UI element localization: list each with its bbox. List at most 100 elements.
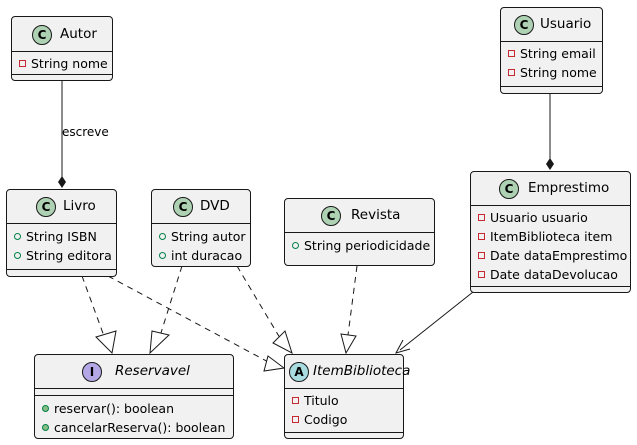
field-row: String periodicidade [292,238,430,253]
private-icon [508,69,515,76]
edge-livro-item [107,275,273,365]
interface-reservavel[interactable]: I Reservavel reservar(): boolean cancela… [34,354,234,439]
field-row: String editora [14,248,112,263]
separator [35,395,233,396]
class-name: Revista [351,207,401,223]
field-row: String nome [19,56,108,71]
separator [471,286,630,287]
private-icon [478,233,485,240]
field-row: String nome [508,65,597,80]
field-text: String nome [520,65,597,80]
field-text: String email [520,46,596,61]
class-emprestimo[interactable]: C Emprestimo Usuario usuario ItemBibliot… [470,171,631,293]
field-text: String ISBN [26,229,97,244]
class-name: DVD [200,198,230,214]
arrowhead-dvd-reservavel [149,330,171,355]
field-text: String editora [26,248,112,263]
class-name: Autor [60,26,97,42]
separator [7,269,116,270]
field-row: Titulo [292,393,339,408]
private-icon [292,397,299,404]
private-icon [508,50,515,57]
composition-diamond-livro [58,176,66,188]
edge-livro-reservavel [81,275,105,337]
public-icon [14,233,21,240]
class-stereotype-icon: C [514,15,534,35]
class-stereotype-icon: C [321,206,341,226]
label-escreve: escreve [62,125,109,139]
separator [285,232,434,233]
class-livro[interactable]: C Livro String ISBN String editora [6,189,117,277]
interface-name: Reservavel [115,363,190,379]
edge-emprestimo-item [399,291,474,351]
separator [285,388,403,389]
class-name: Livro [63,198,96,214]
private-icon [478,271,485,278]
class-usuario[interactable]: C Usuario String email String nome [500,7,603,94]
public-icon [14,252,21,259]
separator [35,388,233,389]
field-text: Codigo [304,412,348,427]
class-autor[interactable]: C Autor String nome [11,16,113,81]
arrowhead-dvd-item [272,330,293,355]
abstract-name: ItemBiblioteca [313,363,411,379]
separator [285,432,403,433]
field-row: Date dataEmprestimo [478,248,627,263]
class-stereotype-icon: C [32,25,52,45]
public-method-icon [42,424,49,431]
separator [12,74,112,75]
arrowhead-emprestimo-item [394,339,411,354]
class-stereotype-icon: C [173,197,193,217]
public-icon [159,233,166,240]
separator [12,51,112,52]
separator [7,223,116,224]
separator [152,223,250,224]
public-method-icon [42,405,49,412]
method-text: reservar(): boolean [54,401,175,416]
private-icon [19,60,26,67]
interface-stereotype-icon: I [82,362,102,382]
field-row: String autor [159,229,246,244]
field-row: Usuario usuario [478,210,588,225]
field-text: Titulo [304,393,339,408]
composition-diamond-emprestimo [546,158,554,170]
field-text: String autor [171,229,246,244]
field-text: ItemBiblioteca item [490,229,613,244]
edge-dvd-item [236,265,281,339]
public-icon [159,252,166,259]
arrowhead-livro-reservavel [95,330,117,355]
field-row: Date dataDevolucao [478,267,618,282]
field-text: Usuario usuario [490,210,588,225]
field-text: String periodicidade [304,238,431,253]
field-row: String ISBN [14,229,97,244]
class-stereotype-icon: C [499,179,519,199]
field-row: String email [508,46,596,61]
method-text: cancelarReserva(): boolean [54,420,226,435]
private-icon [478,252,485,259]
arrowhead-livro-item [263,355,286,372]
field-row: Codigo [292,412,347,427]
abstract-itembiblioteca[interactable]: A ItemBiblioteca Titulo Codigo [284,354,410,439]
field-text: int duracao [171,248,243,263]
private-icon [292,416,299,423]
separator [501,86,602,87]
field-row: ItemBiblioteca item [478,229,612,244]
abstract-stereotype-icon: A [289,362,309,382]
class-stereotype-icon: C [36,197,56,217]
method-row: reservar(): boolean [42,401,174,416]
class-revista[interactable]: C Revista String periodicidade [284,198,435,266]
field-row: int duracao [159,248,242,263]
separator [501,41,602,42]
field-text: Date dataEmprestimo [490,248,628,263]
private-icon [478,214,485,221]
class-name: Emprestimo [528,180,610,196]
field-text: Date dataDevolucao [490,267,618,282]
field-text: String nome [31,56,108,71]
class-name: Usuario [540,16,592,32]
edge-revista-item [347,265,358,336]
separator [471,205,630,206]
class-dvd[interactable]: C DVD String autor int duracao [151,189,251,267]
method-row: cancelarReserva(): boolean [42,420,225,435]
public-icon [292,242,299,249]
